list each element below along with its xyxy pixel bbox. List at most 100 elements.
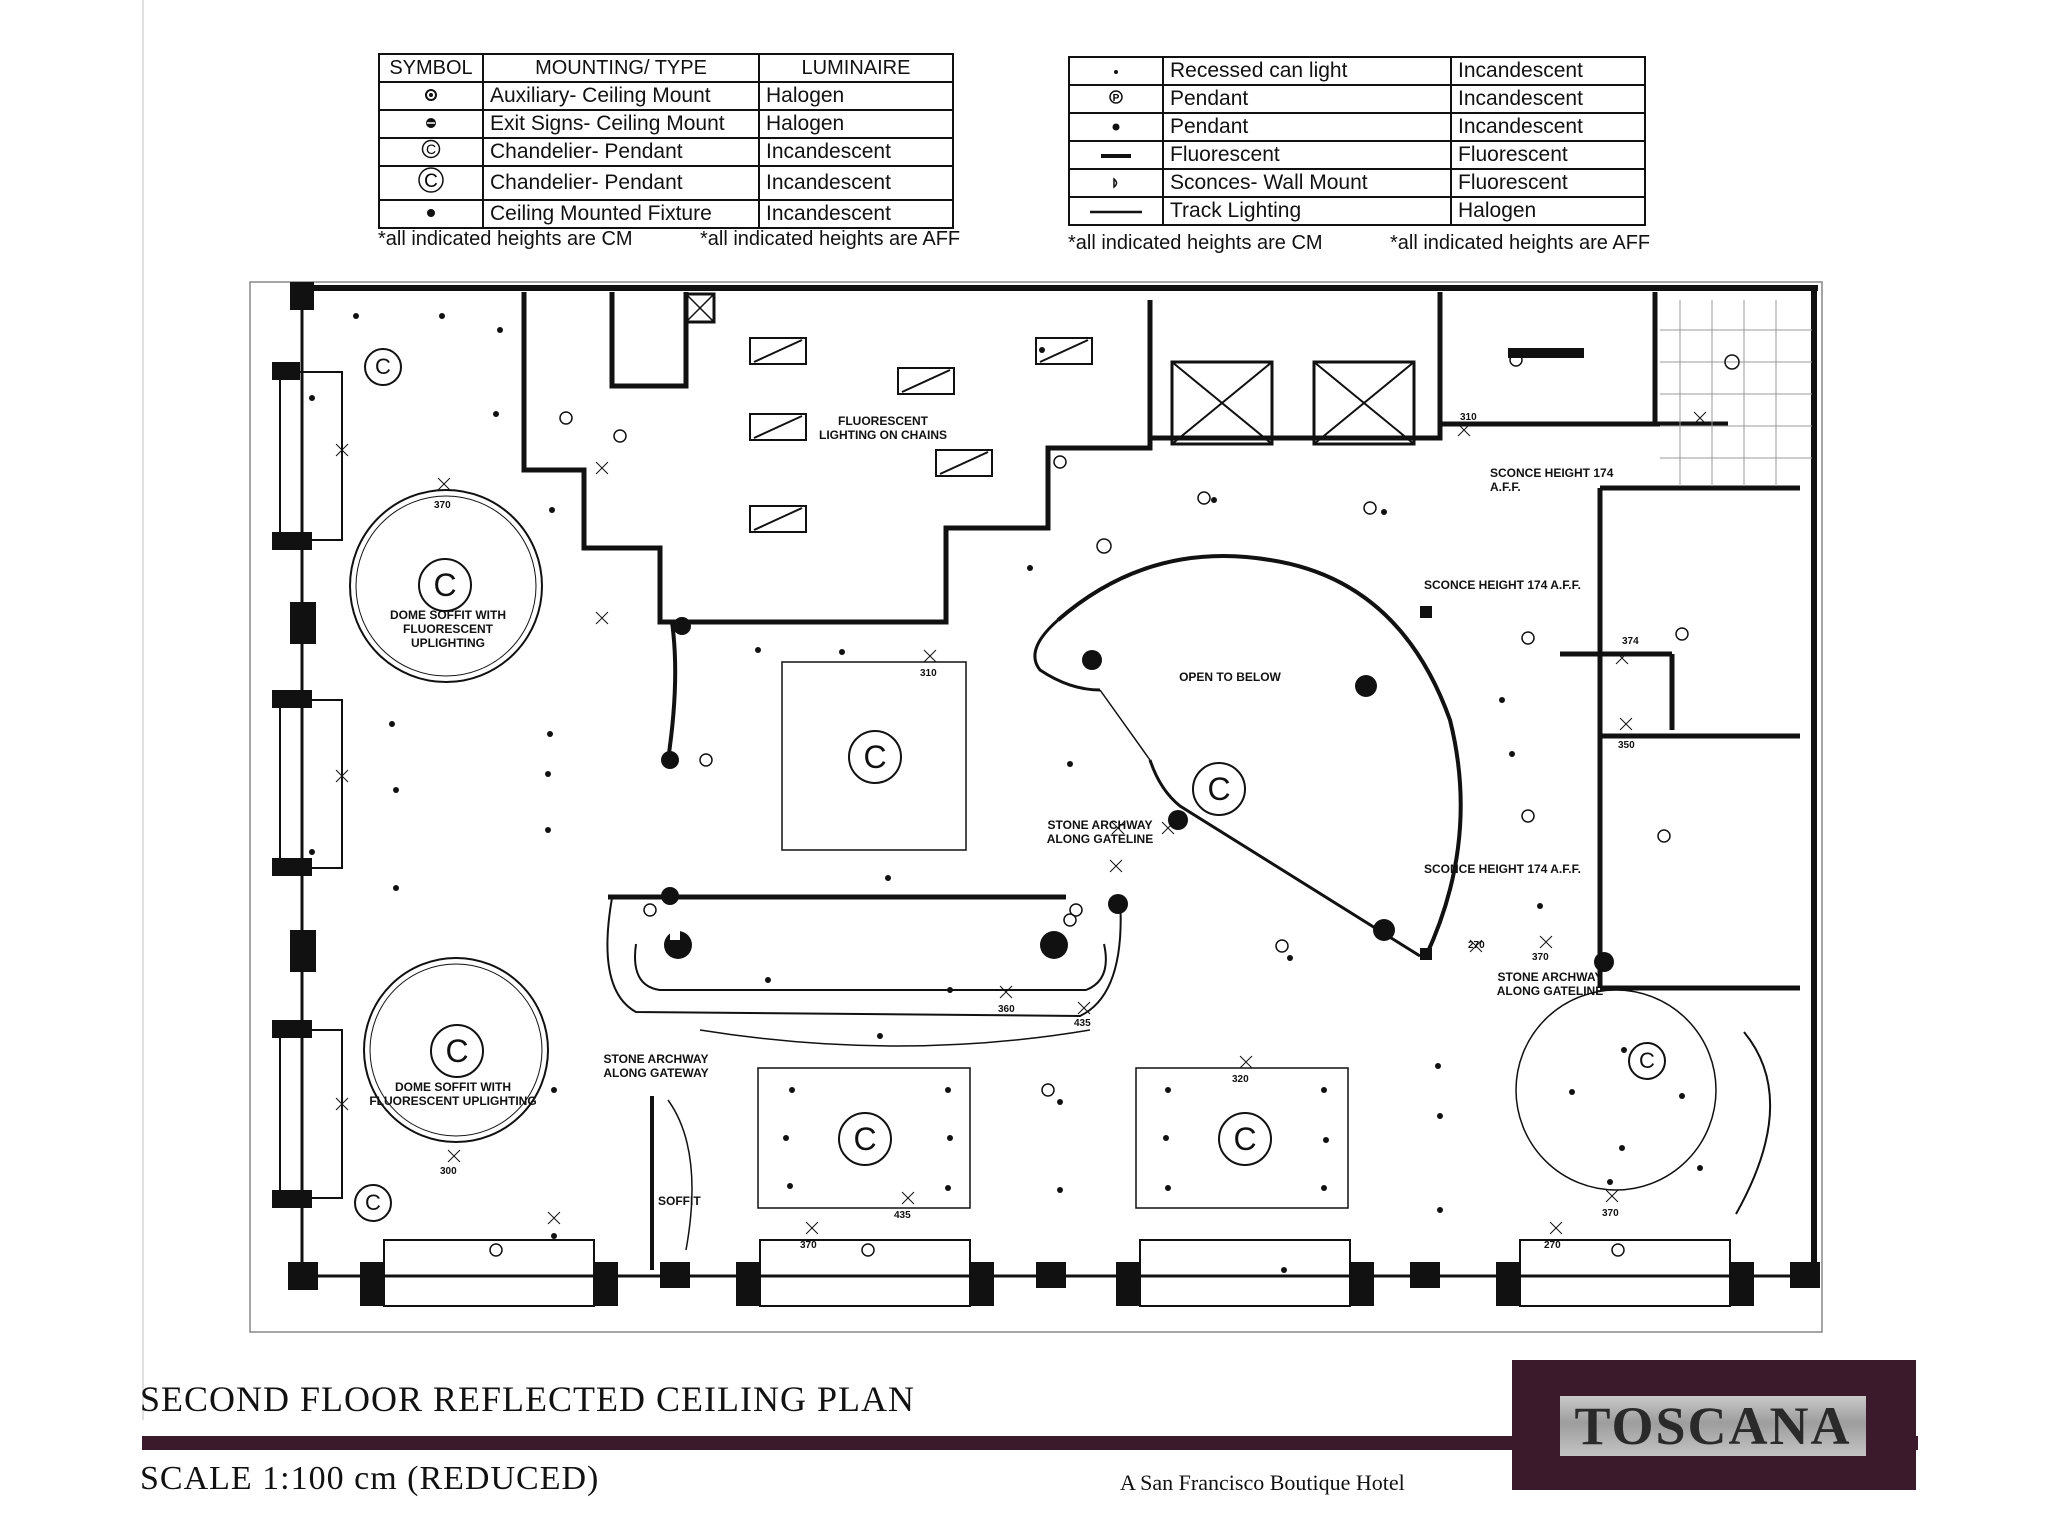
fluorescent-fixtures <box>749 337 1093 533</box>
sconce-height-label: SCONCE HEIGHT 174 A.F.F. <box>1490 466 1614 494</box>
legend-type: Sconces- Wall Mount <box>1162 168 1452 198</box>
brand-logo: TOSCANA <box>1560 1396 1866 1456</box>
stone-archway-label: STONE ARCHWAY ALONG GATELINE <box>1496 970 1604 998</box>
stone-archway-label: STONE ARCHWAY ALONG GATEWAY <box>603 1052 709 1080</box>
legend-type: Fluorescent <box>1162 140 1452 170</box>
height-value: 435 <box>1074 1018 1091 1029</box>
open-to-below <box>1033 554 1463 958</box>
height-tags <box>335 411 1707 1235</box>
chandelier-icon: C <box>430 1024 484 1078</box>
height-value: 300 <box>440 1166 457 1177</box>
height-value: 360 <box>998 1004 1015 1015</box>
exit-sign-symbol <box>378 109 484 139</box>
soffit-label: SOFFIT <box>658 1194 701 1208</box>
scale-label: SCALE 1:100 cm (REDUCED) <box>140 1460 600 1497</box>
tile-grid <box>1660 300 1812 486</box>
soffit-arc <box>667 1099 693 1251</box>
height-value: 370 <box>434 500 451 511</box>
sconce-height-label: SCONCE HEIGHT 174 A.F.F. <box>1424 578 1581 592</box>
height-value: 350 <box>1618 740 1635 751</box>
small-chandelier-symbol: C <box>378 137 484 167</box>
curved-screen <box>1735 1031 1772 1215</box>
small-chandelier-icon: C <box>364 348 402 386</box>
dome-soffits <box>349 489 1717 1191</box>
brand-name: TOSCANA <box>1574 1396 1852 1456</box>
pendant-letter: P <box>1113 93 1120 104</box>
legend-row: Sconces- Wall Mount Fluorescent <box>1068 168 1646 198</box>
legend-luminaire: Fluorescent <box>1450 168 1646 198</box>
open-to-below-label: OPEN TO BELOW <box>1179 670 1281 684</box>
legend-row: Pendant Incandescent <box>1068 112 1646 142</box>
counter <box>1508 348 1584 358</box>
auxiliary-symbols <box>489 353 1740 1257</box>
legend-luminaire: Halogen <box>758 109 954 139</box>
height-value: 270 <box>1468 940 1485 951</box>
legend-row: Track Lighting Halogen <box>1068 196 1646 226</box>
height-value: 270 <box>1544 1240 1561 1251</box>
large-chandelier-symbol: C <box>378 165 484 201</box>
sconce-symbol <box>1068 168 1164 198</box>
legend-luminaire: Fluorescent <box>1450 140 1646 170</box>
legend-luminaire: Incandescent <box>758 137 954 167</box>
legend-row: Fluorescent Fluorescent <box>1068 140 1646 170</box>
page-title: SECOND FLOOR REFLECTED CEILING PLAN <box>140 1379 916 1419</box>
height-value: 435 <box>894 1210 911 1221</box>
subtitle: A San Francisco Boutique Hotel <box>1120 1470 1405 1495</box>
legend-note: *all indicated heights are AFF <box>700 228 961 250</box>
height-value: 374 <box>1622 636 1639 647</box>
height-value: 310 <box>920 668 937 679</box>
height-value: 310 <box>1460 412 1477 423</box>
chandelier-letter: C <box>426 141 436 157</box>
legend-row: Ceiling Mounted Fixture Incandescent <box>378 199 954 229</box>
sconce-height-label: SCONCE HEIGHT 174 A.F.F. <box>1424 862 1581 876</box>
chandelier-letter: C <box>424 171 438 192</box>
legend-header-luminaire: LUMINAIRE <box>758 53 954 83</box>
recessed-can-symbol <box>1068 56 1164 86</box>
chandelier-icon: C <box>848 730 902 784</box>
legend-row: Recessed can light Incandescent <box>1068 56 1646 86</box>
exterior-walls <box>300 285 1818 1282</box>
height-value: 370 <box>800 1240 817 1251</box>
interior-walls <box>521 292 1800 1270</box>
fluorescent-chains-label: FLUORESCENT LIGHTING ON CHAINS <box>819 414 947 442</box>
legend-luminaire: Incandescent <box>1450 56 1646 86</box>
chandelier-icon: C <box>418 558 472 612</box>
track-lighting-symbol <box>1068 196 1164 226</box>
left-windows <box>279 371 343 1199</box>
legend-luminaire: Incandescent <box>1450 112 1646 142</box>
legend-note: *all indicated heights are CM <box>1068 232 1323 254</box>
legend-note: *all indicated heights are CM <box>378 228 633 250</box>
wall-piers <box>272 282 318 1290</box>
legend-luminaire: Incandescent <box>758 165 954 201</box>
chandelier-icon: C <box>1218 1112 1272 1166</box>
legend-type: Track Lighting <box>1162 196 1452 226</box>
chandelier-icon: C <box>838 1112 892 1166</box>
stone-archway-label: STONE ARCHWAY ALONG GATELINE <box>1046 818 1154 846</box>
ceiling-fixture-symbol <box>378 199 484 229</box>
legend-luminaire: Halogen <box>758 81 954 111</box>
fluorescent-bar-symbol <box>1068 140 1164 170</box>
pendant-p-symbol: P <box>1068 84 1164 114</box>
height-value: 320 <box>1232 1074 1249 1085</box>
legend-header-symbol: SYMBOL <box>378 53 484 83</box>
small-chandelier-icon: C <box>354 1184 392 1222</box>
dome-soffit-label: DOME SOFFIT WITH FLUORESCENT UPLIGHTING <box>390 608 506 650</box>
legend-row: C Chandelier- Pendant Incandescent <box>378 165 954 201</box>
legend-row: C Chandelier- Pendant Incandescent <box>378 137 954 167</box>
plan-frame <box>249 281 1823 1333</box>
chandelier-icon: C <box>1192 762 1246 816</box>
height-value: 370 <box>1602 1208 1619 1219</box>
recessed-can-lights <box>309 313 1703 1273</box>
legend-note: *all indicated heights are AFF <box>1390 232 1651 254</box>
elevators <box>684 292 1416 446</box>
page-margin-line <box>142 0 144 1420</box>
legend-type: Pendant <box>1162 112 1452 142</box>
height-value: 370 <box>1532 952 1549 963</box>
title-bar <box>142 1436 1918 1450</box>
small-chandelier-icon: C <box>1628 1042 1666 1080</box>
legend-row: Exit Signs- Ceiling Mount Halogen <box>378 109 954 139</box>
pendant-dots <box>661 617 1614 972</box>
legend-header-type: MOUNTING/ TYPE <box>482 53 760 83</box>
legend-type: Pendant <box>1162 84 1452 114</box>
legend-luminaire: Incandescent <box>758 199 954 229</box>
